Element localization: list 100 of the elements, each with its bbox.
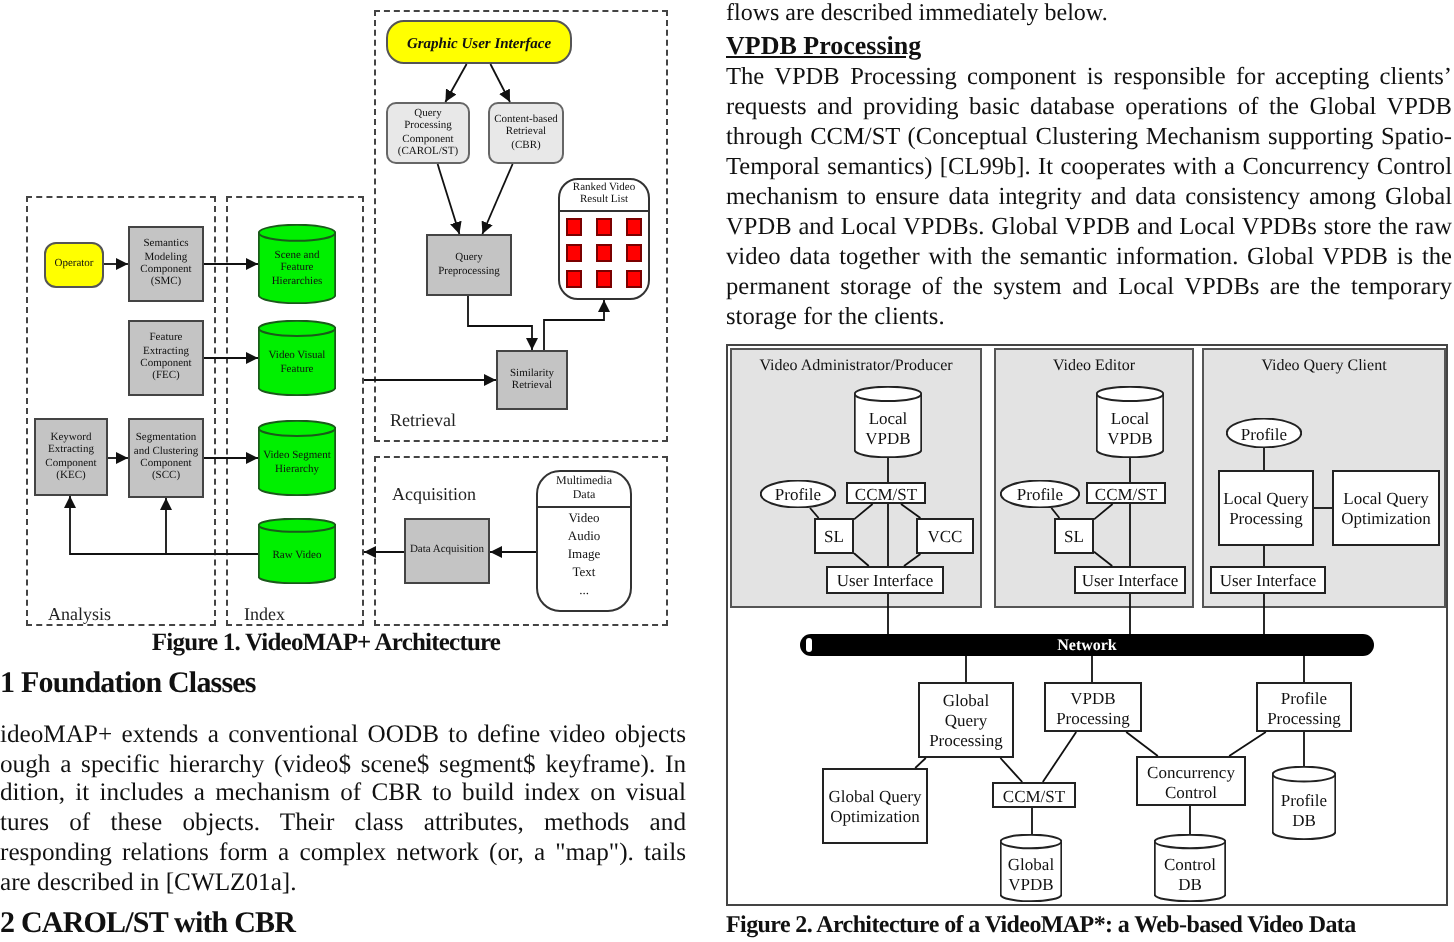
group-label: Acquisition (392, 484, 476, 504)
database-cylinder (258, 224, 336, 304)
connector-line (1263, 447, 1265, 471)
node-label: Local Query Optimization (1339, 488, 1433, 528)
group-label: Retrieval (390, 410, 456, 430)
connector-line (1189, 805, 1191, 835)
process-box (34, 418, 108, 496)
arrow (489, 546, 537, 558)
node-label: Control DB (1162, 854, 1218, 894)
process-box (1210, 566, 1326, 594)
connector-line (1303, 655, 1305, 683)
section-heading: 1 Foundation Classes (0, 666, 256, 702)
connector-line (887, 593, 889, 635)
panel-title: Video Administrator/Producer (759, 356, 953, 376)
connector-line (1129, 593, 1131, 635)
network-bar (800, 634, 1374, 656)
node-label: Local Query Processing (1221, 488, 1311, 528)
connector-line (1313, 507, 1333, 509)
node-label: Profile (1016, 484, 1064, 504)
process-box (1332, 470, 1440, 546)
arrow (436, 163, 462, 235)
node-label: SL (1062, 526, 1086, 546)
arrow (107, 452, 129, 464)
connector-line (1125, 731, 1159, 757)
database-cylinder (258, 320, 336, 396)
bar-label: Network (1057, 636, 1117, 654)
node-label: User Interface (1079, 570, 1181, 590)
node-label: Local VPDB (1105, 408, 1155, 448)
node-label: Profile (1240, 423, 1288, 443)
paragraph: flows are described immediately below. (726, 0, 1108, 26)
process-box (426, 234, 512, 296)
process-box (822, 768, 928, 844)
database-cylinder (1272, 766, 1336, 840)
rounded-process-box (386, 102, 470, 164)
arrow (363, 546, 405, 558)
connector-line (914, 757, 927, 769)
process-box (1086, 482, 1166, 504)
node-label: User Interface (834, 570, 936, 590)
group-label: Index (244, 604, 285, 624)
connector-line (887, 503, 889, 567)
arrow (203, 352, 259, 364)
arrow (363, 374, 497, 386)
connector-line (1263, 593, 1265, 635)
dashed-group-frame (374, 10, 668, 442)
process-box (128, 320, 204, 396)
connector-line (999, 757, 1024, 783)
dashed-group-frame (226, 196, 364, 626)
node-label: Global Query Processing (927, 690, 1005, 750)
client-panel (994, 348, 1194, 608)
process-box (1074, 566, 1186, 594)
process-box (404, 518, 490, 584)
node-label: VCC (925, 526, 965, 546)
node-label: User Interface (1217, 570, 1319, 590)
node-label: CCM/ST (1000, 785, 1068, 805)
process-box (814, 518, 854, 554)
actor-box (44, 242, 104, 288)
figure-caption: Figure 1. VideoMAP+ Architecture (149, 628, 503, 658)
node-label: Local VPDB (863, 408, 913, 448)
node-label: Global Query Optimization (826, 786, 924, 826)
arrow (481, 163, 514, 235)
connector-line (1263, 545, 1265, 567)
process-box (992, 782, 1076, 808)
connector-line (1093, 550, 1114, 567)
node-label: Global VPDB (1005, 854, 1057, 894)
paragraph: ideoMAP+ extends a conventional OODB to define video objects ough a specific hierarchy (video$ scene$ segment$ keyframe). In dition, it includes a mechanism of CBR to build index on visual tures of these objects. Their class attributes, methods and responding relations form a complex network (or, a "map"). tails are described in [CWLZ01a]. (0, 720, 686, 897)
arrow (203, 258, 259, 270)
connector-line (809, 507, 820, 519)
process-box (1136, 756, 1246, 806)
node-label: Profile (774, 484, 822, 504)
client-panel (1202, 348, 1446, 608)
arrow (489, 63, 511, 103)
figure-caption: Figure 2. Architecture of a VideoMAP*: a Web-based Video Data (726, 910, 1356, 940)
process-box (1054, 518, 1094, 554)
node-label: VPDB Processing (1054, 687, 1132, 727)
section-heading: 2 CAROL/ST with CBR (0, 906, 296, 942)
dashed-group-frame (26, 196, 216, 626)
arrow (543, 299, 610, 351)
node-label: Concurrency Control (1145, 761, 1237, 801)
arrow (444, 63, 468, 103)
connector-line (1031, 807, 1033, 835)
database-cylinder (258, 420, 336, 496)
paragraph: The VPDB Processing component is responsible for accepting clients’ requests and providing basic database operations of the Global VPDB through CCM/ST (Conceptual Clustering Mechanism supporting Spatio-Temporal semantics) [CL99b]. It cooperates with a Concurrency Control mechanism to ensure data integrity and data consistency among Global VPDB and Local VPDBs. Global VPDB and Local VPDBs store the raw video data together with the semantic information. Global VPDB is the permanent storage of the system and Local VPDBs are the temporary storage for the clients. (726, 62, 1452, 332)
arrow (103, 258, 129, 270)
rounded-process-box (488, 102, 564, 164)
node-label: CCM/ST (852, 483, 920, 503)
process-box (826, 566, 944, 594)
connector-line (1041, 731, 1078, 783)
database-cylinder (1000, 834, 1062, 902)
process-box (128, 418, 204, 498)
connector-line (1228, 731, 1267, 757)
connector-line (853, 503, 874, 521)
panel-title: Video Query Client (1261, 356, 1387, 376)
process-box (496, 350, 568, 410)
connector-line (887, 457, 889, 483)
result-list-panel (558, 178, 650, 300)
group-label: Analysis (48, 604, 111, 624)
connector-line (903, 553, 922, 567)
arrow (203, 452, 259, 464)
database-cylinder (1096, 386, 1164, 458)
interface-box (386, 20, 572, 64)
